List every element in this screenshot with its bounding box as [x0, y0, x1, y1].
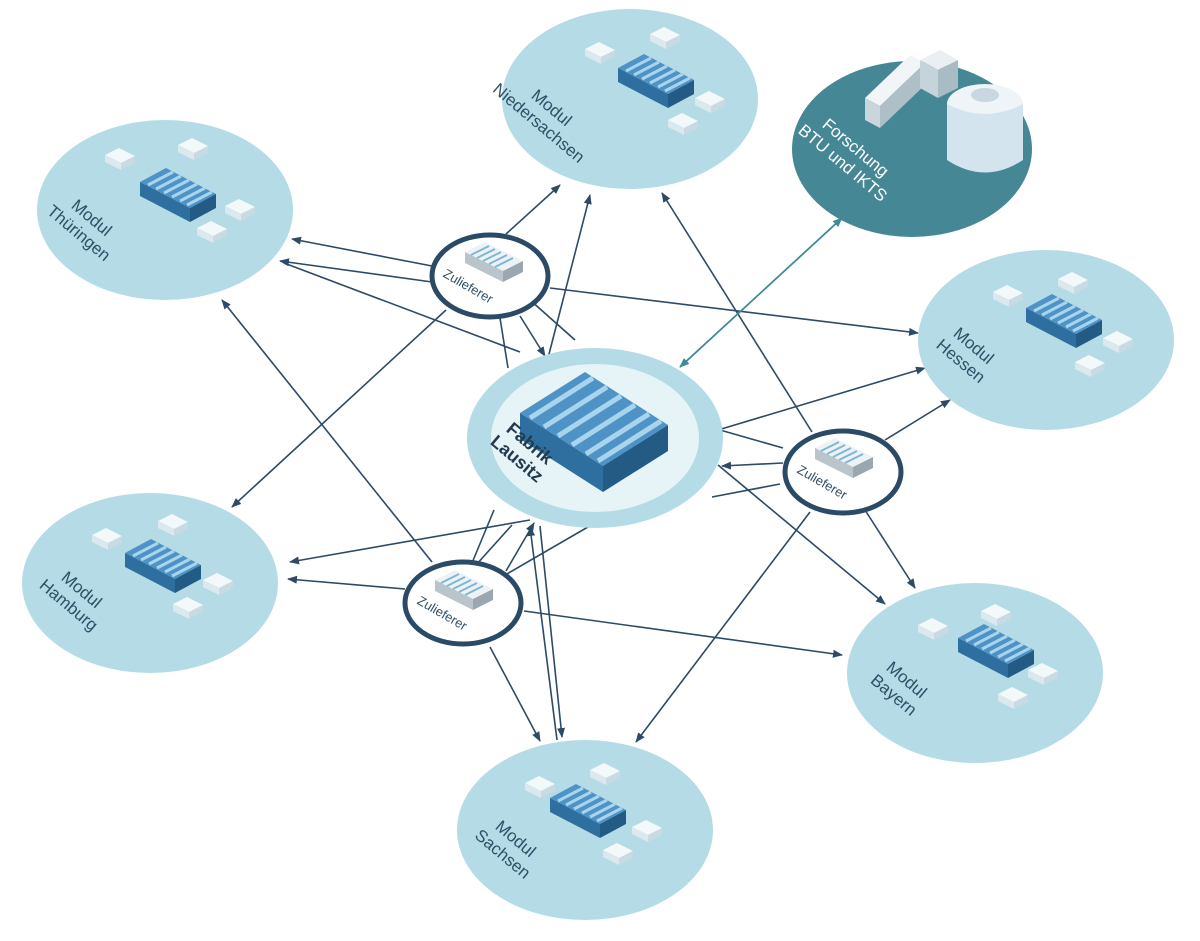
supplier-right: Zulieferer — [782, 428, 904, 516]
arrow-right-supplier-to-hessen — [884, 399, 951, 441]
arrow-bottom-supplier-to-thueringen — [221, 299, 433, 563]
arrow-top-to-niedersachsen-center — [529, 299, 576, 341]
research-node: Forschung BTU und IKTS — [792, 50, 1032, 237]
factory-icon — [520, 372, 668, 492]
module-hamburg: Modul Hamburg — [22, 493, 278, 673]
arrow-right-supplier-to-center — [721, 461, 784, 470]
arrow-center-to-sachsen — [539, 525, 566, 738]
module-sachsen: Modul Sachsen — [457, 740, 713, 920]
module-hessen: Modul Hessen — [918, 250, 1174, 430]
research-campus-icon — [865, 50, 1023, 173]
arrow-sachsen-to-center — [527, 526, 558, 741]
arrow-bottom-supplier-to-sachsen — [489, 646, 541, 742]
arrow-center-to-bottom-supplier — [499, 519, 601, 579]
arrow-center-to-hessen-2 — [719, 429, 784, 449]
arrow-center-to-bayern — [717, 464, 886, 605]
arrow-bottom-supplier-to-center-2 — [471, 509, 495, 564]
arrow-center-to-niedersachsen — [547, 194, 592, 359]
arrow-center-to-thueringen — [283, 262, 521, 353]
arrow-center-to-hessen — [717, 366, 926, 431]
arrow-top-supplier-to-center — [519, 315, 546, 357]
arrow-bottom-supplier-to-hamburg — [287, 575, 406, 590]
module-bayern: Modul Bayern — [847, 583, 1103, 763]
arrow-right-supplier-to-sachsen — [635, 511, 811, 743]
arrow-top-supplier-to-thueringen — [291, 236, 433, 267]
arrow-right-supplier-to-center-2 — [711, 483, 781, 498]
arrow-top-supplier-to-hessen — [549, 287, 919, 336]
arrow-top-supplier-to-hamburg — [231, 309, 447, 508]
arrow-right-supplier-to-niedersachsen — [661, 192, 813, 433]
supplier-bottom: Zulieferer — [402, 559, 524, 647]
module-thueringen: Modul Thüringen — [37, 120, 293, 300]
arrow-center-to-hamburg — [289, 519, 531, 565]
arrow-research-center — [679, 217, 843, 368]
arrow-bottom-supplier-to-bayern — [523, 610, 843, 658]
arrow-center-to-sachsen-2 — [475, 524, 513, 566]
connection-arrows — [221, 184, 951, 743]
module-niedersachsen: Modul Niedersachsen — [489, 9, 758, 189]
arrow-top-supplier-to-center-2 — [499, 317, 509, 369]
center-factory-node: Fabrik Lausitz — [467, 348, 723, 528]
arrow-top-supplier-to-thueringen-2 — [279, 258, 433, 283]
arrow-top-supplier-to-niedersachsen — [505, 184, 561, 235]
arrow-right-supplier-to-bayern — [864, 509, 916, 589]
supplier-top: Zulieferer — [429, 232, 551, 320]
